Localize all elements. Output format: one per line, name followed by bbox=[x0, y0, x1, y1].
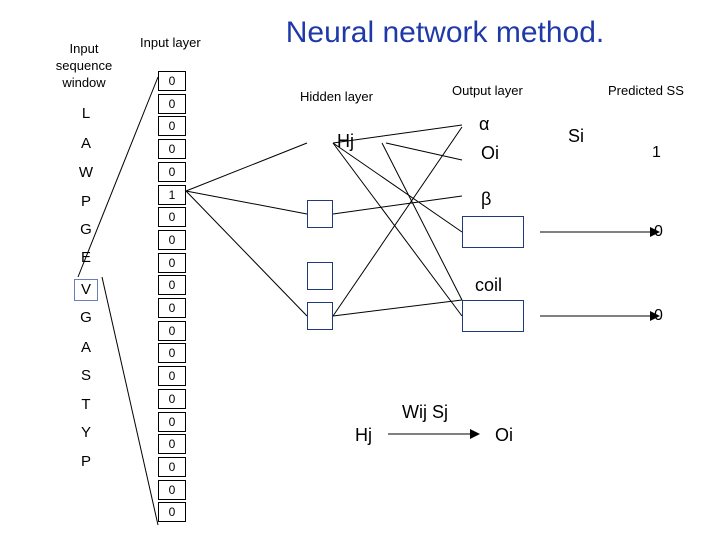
residue-highlighted: V bbox=[74, 279, 98, 301]
hj-label: Hj bbox=[337, 131, 354, 151]
input-cell: 0 bbox=[158, 229, 186, 250]
input-cell: 0 bbox=[158, 207, 186, 228]
label-line-2: sequence bbox=[55, 58, 113, 73]
input-cell: 0 bbox=[158, 298, 186, 318]
oi-equation-label: Oi bbox=[495, 425, 513, 445]
input-cell: 0 bbox=[158, 456, 186, 477]
wij-sj-label: Wij Sj bbox=[402, 402, 448, 422]
input-cell: 0 bbox=[158, 116, 186, 137]
input-cell: 0 bbox=[158, 139, 186, 160]
diagram-title: Neural network method. bbox=[285, 16, 605, 49]
prediction-alpha: 1 bbox=[652, 144, 661, 161]
hidden-layer-label: Hidden layer bbox=[300, 89, 373, 104]
input-cell: 1 bbox=[158, 184, 186, 205]
residue: Y bbox=[80, 424, 91, 441]
input-cell: 0 bbox=[158, 502, 186, 523]
prediction-beta: 0 bbox=[654, 223, 663, 240]
label-line-1: Input bbox=[69, 41, 99, 56]
input-cell: 0 bbox=[158, 71, 186, 91]
input-cell: 0 bbox=[158, 320, 186, 341]
input-cell: 0 bbox=[158, 366, 186, 387]
alpha-label: α bbox=[479, 114, 490, 134]
residue: A bbox=[80, 135, 91, 152]
input-sequence-window-label: Input sequence window bbox=[44, 40, 124, 91]
output-node-beta bbox=[462, 216, 524, 248]
predicted-ss-label: Predicted SS bbox=[608, 83, 684, 98]
input-cell: 0 bbox=[158, 343, 186, 364]
si-label: Si bbox=[568, 126, 585, 146]
residue: W bbox=[78, 164, 94, 181]
residue: G bbox=[80, 309, 92, 326]
label-line-3: window bbox=[62, 75, 106, 90]
hidden-node-4 bbox=[307, 302, 333, 330]
residue: P bbox=[80, 453, 91, 470]
coil-label: coil bbox=[475, 275, 503, 295]
input-layer-label: Input layer bbox=[140, 35, 201, 50]
hj-equation-label: Hj bbox=[355, 425, 372, 445]
input-cell: 0 bbox=[158, 434, 186, 455]
input-cell: 0 bbox=[158, 479, 186, 500]
residue: G bbox=[80, 221, 92, 238]
residue: S bbox=[80, 367, 91, 384]
residue: T bbox=[81, 396, 91, 413]
input-cell: 0 bbox=[158, 93, 186, 114]
input-cell: 0 bbox=[158, 252, 186, 273]
output-layer-label: Output layer bbox=[452, 83, 523, 98]
residue: P bbox=[80, 193, 91, 210]
residue: L bbox=[81, 105, 91, 122]
oi-label: Oi bbox=[481, 143, 499, 163]
beta-label: β bbox=[481, 189, 492, 209]
input-cell: 0 bbox=[158, 275, 186, 296]
hidden-node-3 bbox=[307, 262, 333, 290]
residue: A bbox=[80, 339, 91, 356]
output-node-coil bbox=[462, 300, 524, 332]
prediction-coil: 0 bbox=[654, 307, 663, 324]
input-cell: 0 bbox=[158, 411, 186, 432]
hidden-node-2 bbox=[307, 200, 333, 228]
input-cell: 0 bbox=[158, 161, 186, 182]
input-cell: 0 bbox=[158, 388, 186, 409]
